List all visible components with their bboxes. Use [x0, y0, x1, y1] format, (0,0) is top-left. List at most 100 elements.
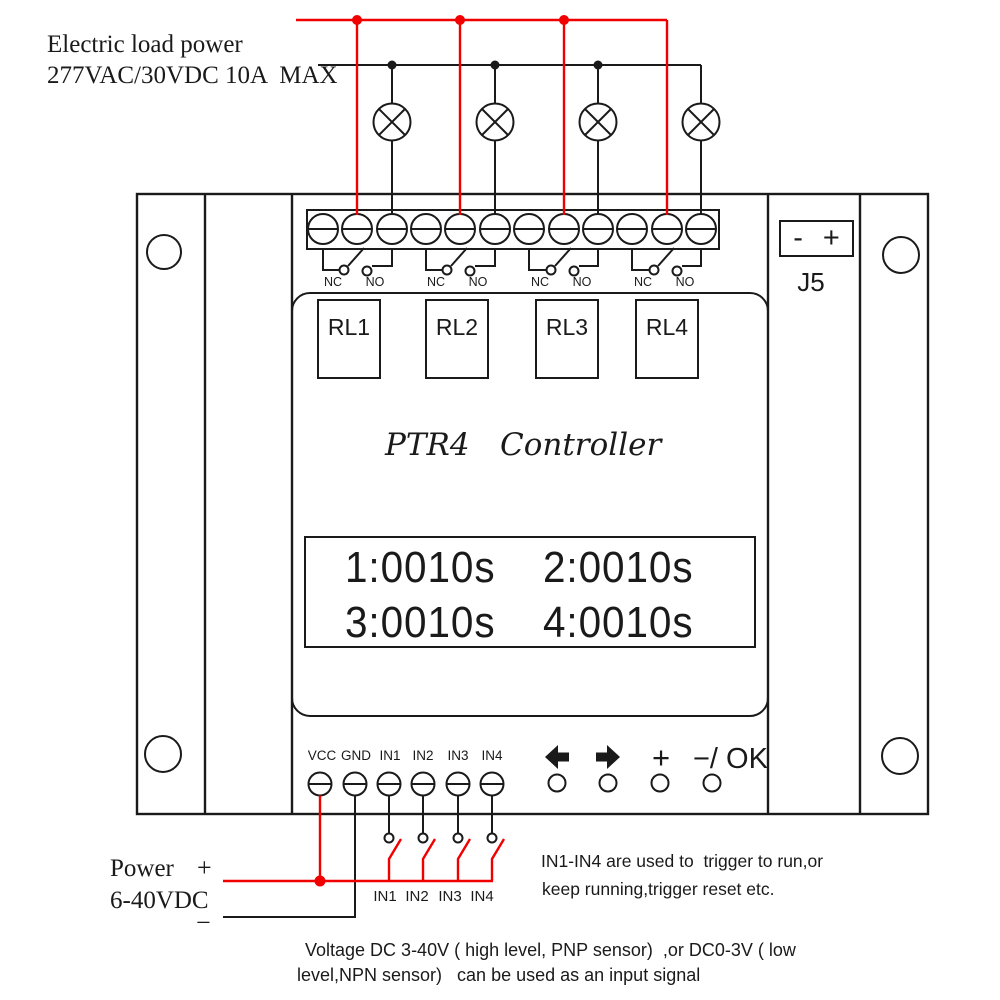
no-label: NO [572, 275, 592, 289]
no-label: NO [468, 275, 488, 289]
power-voltage-label: 6-40VDC [110, 887, 209, 914]
screw-terminal [479, 771, 505, 797]
mounting-hole [144, 735, 182, 773]
trigger-switch-blades [387, 838, 506, 881]
lamp-branch-2 [475, 65, 515, 215]
voltage-note-line1: Voltage DC 3-40V ( high level, PNP senso… [305, 940, 796, 960]
panel-buttons [545, 745, 722, 793]
lamp-branch-4 [681, 65, 721, 215]
terminal-block-top [306, 209, 720, 250]
switch-contact [452, 832, 464, 844]
relay-box-rl2 [425, 299, 489, 379]
switch-contact [417, 832, 429, 844]
nc-label: NC [633, 275, 653, 289]
relay-label-rl1: RL1 [327, 314, 371, 340]
screw-terminal [548, 213, 580, 245]
nc-label: NC [530, 275, 550, 289]
nc-label: NC [426, 275, 446, 289]
j5-polarity: - + [780, 221, 853, 256]
screw-terminal [651, 213, 683, 245]
lamp-branch-3 [578, 65, 618, 215]
device-title-name: Controller [500, 427, 662, 463]
screw-terminal [513, 213, 545, 245]
button-left [547, 773, 567, 793]
relay-contact-symbols [322, 247, 702, 277]
relay-contact-group-2 [425, 247, 496, 277]
power-wiring [223, 795, 506, 918]
j5-connector-box [779, 220, 854, 257]
lamp-icon [681, 102, 721, 142]
relay-label-rl2: RL2 [435, 314, 479, 340]
lcd-channel-1: 1:0010s [345, 543, 496, 592]
screw-terminal [342, 771, 368, 797]
junction-dots [387, 60, 603, 70]
lamp-branch-1 [372, 65, 412, 215]
lamp-icon [372, 102, 412, 142]
left-arrow-icon [545, 745, 569, 769]
relay-box-rl3 [535, 299, 599, 379]
right-arrow-icon [596, 745, 620, 769]
relay-label-rl4: RL4 [645, 314, 689, 340]
j5-plus: + [822, 221, 840, 254]
screw-terminal [307, 213, 339, 245]
device-title-model: PTR4 [385, 427, 470, 463]
nc-label: NC [323, 275, 343, 289]
screw-terminal [616, 213, 648, 245]
lcd-channel-3: 3:0010s [345, 598, 496, 647]
relay-contact-group-4 [631, 247, 702, 277]
screw-terminal [410, 213, 442, 245]
power-label: Power [110, 855, 174, 882]
power-plus-label: + [197, 853, 212, 882]
load-power-note-line2: 277VAC/30VDC 10A MAX [47, 62, 338, 89]
no-label: NO [365, 275, 385, 289]
lamp-icon [578, 102, 618, 142]
relay-contact-group-3 [528, 247, 599, 277]
relay-box-rl1 [317, 299, 381, 379]
switch-label-in1: IN1 [373, 888, 397, 905]
load-power-note-line1: Electric load power [47, 31, 243, 58]
mounting-hole [146, 234, 182, 270]
terminal-label-in2: IN2 [412, 748, 434, 763]
j5-label: J5 [797, 267, 825, 297]
screw-terminal [479, 213, 511, 245]
junction-dot [314, 875, 326, 887]
mounting-hole [881, 737, 919, 775]
power-minus-label: − [196, 908, 211, 937]
relay-box-rl4 [635, 299, 699, 379]
terminal-label-in3: IN3 [447, 748, 469, 763]
plus-button-label: + [651, 740, 671, 775]
voltage-note-line2: level,NPN sensor) can be used as an inpu… [297, 965, 701, 985]
screw-terminal [444, 213, 476, 245]
input-note-line1: IN1-IN4 are used to trigger to run,or [541, 851, 824, 871]
device-case [135, 192, 930, 816]
button-plus [650, 773, 670, 793]
screw-terminal [685, 213, 717, 245]
minus-ok-button-label: −/ OK [693, 743, 768, 775]
screw-terminal [307, 771, 333, 797]
switch-label-in4: IN4 [470, 888, 494, 905]
gnd-wire [223, 795, 356, 918]
switch-contact [383, 832, 395, 844]
switch-contact [486, 832, 498, 844]
switch-label-in2: IN2 [405, 888, 429, 905]
load-wiring-black [318, 60, 721, 215]
terminal-label-vcc: VCC [307, 748, 337, 763]
no-label: NO [675, 275, 695, 289]
mounting-hole [882, 236, 920, 274]
j5-minus: - [793, 221, 803, 254]
lamp-icon [475, 102, 515, 142]
lcd-channel-4: 4:0010s [543, 598, 694, 647]
screw-terminal [376, 771, 402, 797]
terminal-label-gnd: GND [341, 748, 371, 763]
lcd-display [304, 536, 756, 648]
front-panel [291, 292, 769, 717]
terminal-label-in4: IN4 [481, 748, 503, 763]
screw-terminal [341, 213, 373, 245]
mounting-holes [144, 234, 920, 775]
relay-contact-group-1 [322, 247, 393, 277]
junction-dots [352, 15, 569, 25]
screw-terminal [445, 771, 471, 797]
button-right [598, 773, 618, 793]
